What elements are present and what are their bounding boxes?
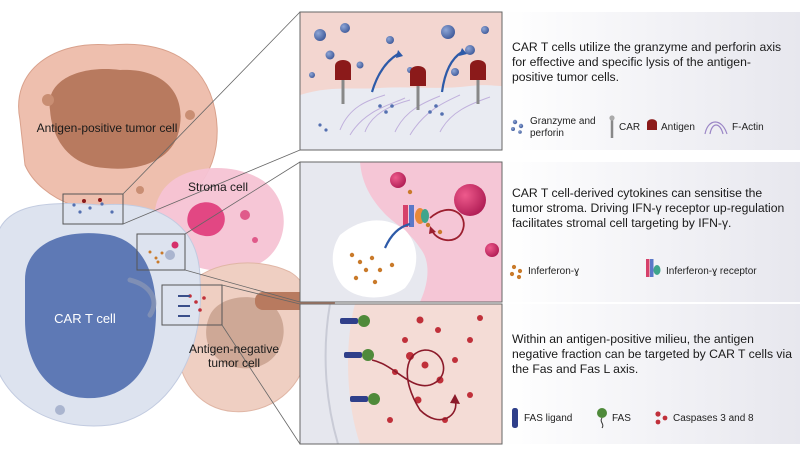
- legend-ifn-receptor-label: Inferferon-ɣ receptor: [666, 266, 757, 277]
- ifn-receptor-legend-icon: [646, 259, 661, 277]
- legend-car-label: CAR: [619, 122, 641, 133]
- panel-1-description: CAR T cells utilize the granzyme and per…: [512, 40, 782, 85]
- legend-caspase-label: Caspases 3 and 8: [673, 413, 754, 424]
- legend-ifn-label: Inferferon-ɣ: [528, 266, 580, 277]
- legend-fas-ligand-label: FAS ligand: [524, 413, 573, 424]
- stroma-label: Stroma cell: [187, 180, 249, 194]
- car-t-label: CAR T cell: [54, 311, 116, 326]
- car-receptor-group: [335, 60, 486, 110]
- ifn-receptor-group: [403, 205, 429, 227]
- car-legend-icon: [609, 115, 615, 138]
- panel-3-background: [502, 304, 800, 444]
- car-t-nucleus: [25, 233, 157, 399]
- overview-scene: [0, 11, 335, 445]
- panel-3-description: Within an antigen-positive milieu, the a…: [512, 332, 793, 377]
- legend-icons: [509, 115, 728, 429]
- legend-f-actin-label: F-Actin: [732, 122, 764, 133]
- f-actin-legend-icon: [704, 121, 728, 135]
- zoom-box-3: [161, 284, 223, 326]
- antigen-positive-label: Antigen-positive tumor cell: [36, 121, 178, 135]
- legend-granzyme-label: Granzyme and perforin: [530, 116, 596, 139]
- ifn-legend-icon: [509, 264, 523, 280]
- fas-ligand-group: [340, 315, 380, 405]
- panel-2-background: [502, 162, 800, 302]
- antigen-legend-icon: [647, 119, 657, 130]
- legend-fas-label: FAS: [612, 413, 631, 424]
- zoom-panel-cytokine: [299, 161, 503, 303]
- panel-2-description: CAR T cell-derived cytokines can sensiti…: [512, 186, 785, 231]
- zoom-connectors: [122, 11, 301, 445]
- fas-ligand-legend-icon: [512, 408, 518, 428]
- antigen-negative-label: Antigen-negative tumor cell: [188, 342, 280, 370]
- caspase-legend-icon: [655, 411, 668, 425]
- zoom-box-2: [136, 233, 186, 271]
- fas-legend-icon: [597, 408, 607, 429]
- zoom-panel-fas: [299, 303, 503, 445]
- legend-antigen-label: Antigen: [661, 122, 695, 133]
- zoom-panel-granzyme: [299, 11, 503, 151]
- granzyme-legend-icon: [511, 119, 524, 134]
- antigen-positive-tumor-nucleus: [49, 69, 181, 169]
- zoom-box-1: [62, 193, 124, 225]
